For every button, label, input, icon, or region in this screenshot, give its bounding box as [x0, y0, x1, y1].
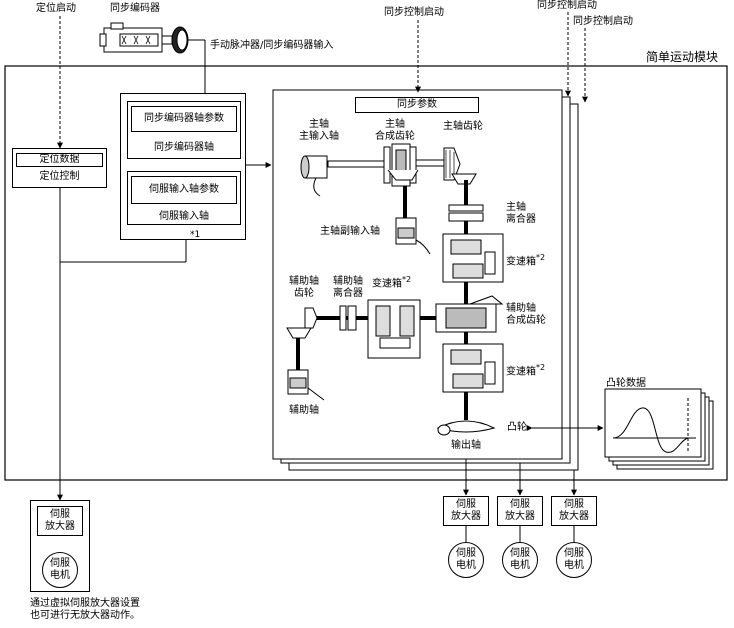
servo-input-axis-box: 伺服输入轴参数 伺服输入轴 — [127, 171, 241, 225]
motor-left-line1: 伺服 — [50, 558, 70, 569]
cam-label: 凸轮 — [507, 422, 527, 433]
output-axis-label: 输出轴 — [451, 440, 481, 451]
aux-clutch-line1: 辅助轴 — [333, 276, 363, 287]
footnote-line1: 通过虚拟伺服放大器设置 — [30, 598, 140, 609]
encoder-axis-label: 同步编码器轴 — [154, 142, 214, 153]
aux-gear-line1: 辅助轴 — [289, 276, 319, 287]
sync-params-box: 同步参数 — [355, 97, 479, 113]
aux-comp-line1: 辅助轴 — [506, 303, 536, 314]
main-shaft-drawing — [300, 143, 504, 436]
gearbox-1-text: 变速箱 — [506, 256, 536, 268]
aux-composite-gear-label: 辅助轴 合成齿轮 — [506, 303, 546, 327]
positioning-box: 定位数据 定位控制 — [12, 148, 107, 188]
main-axis-label: 主轴 主输入轴 — [296, 119, 342, 143]
cam-data-label: 凸轮数据 — [606, 378, 646, 389]
amp-2-line1: 伺服 — [510, 499, 530, 510]
gearbox-1-note: *2 — [536, 253, 546, 262]
servo-input-axis-param: 伺服输入轴参数 — [131, 176, 237, 204]
gearbox-aux-note: *2 — [402, 275, 412, 284]
motor-1-line1: 伺服 — [456, 548, 476, 559]
gearbox-label-2: 变速箱*2 — [506, 362, 545, 378]
manual-pulse-input-label: 手动脉冲器/同步编码器输入 — [210, 40, 334, 51]
gearbox-2-note: *2 — [536, 363, 546, 372]
note-1: *1 — [190, 230, 201, 240]
gearbox-label-1: 变速箱*2 — [506, 252, 545, 268]
amp-left-line2: 放大器 — [45, 521, 75, 532]
input-axes-box: 同步编码器轴参数 同步编码器轴 伺服输入轴参数 伺服输入轴 — [120, 93, 246, 240]
servo-amp-1: 伺服 放大器 — [443, 496, 489, 526]
encoder-axis-param: 同步编码器轴参数 — [131, 106, 237, 132]
servo-amp-3: 伺服 放大器 — [551, 496, 597, 526]
servo-amp-2: 伺服 放大器 — [497, 496, 543, 526]
motor-3-line1: 伺服 — [564, 548, 584, 559]
amp-1-line1: 伺服 — [456, 499, 476, 510]
amp-left-line1: 伺服 — [50, 509, 70, 520]
motor-1-line2: 电机 — [456, 560, 476, 571]
positioning-start-label: 定位启动 — [36, 3, 76, 14]
positioning-data: 定位数据 — [16, 153, 103, 167]
main-clutch-line1: 主轴 — [506, 202, 526, 213]
aux-comp-line2: 合成齿轮 — [506, 315, 546, 326]
gearbox-label-aux: 变速箱*2 — [372, 274, 411, 290]
main-composite-gear-label: 主轴 合成齿轮 — [372, 119, 418, 143]
servo-motor-1: 伺服 电机 — [448, 542, 484, 578]
main-axis-line1: 主轴 — [309, 119, 329, 130]
servo-motor-3: 伺服 电机 — [556, 542, 592, 578]
servo-motor-2: 伺服 电机 — [502, 542, 538, 578]
amp-2-line2: 放大器 — [505, 511, 535, 522]
main-comp-line1: 主轴 — [385, 119, 405, 130]
gearbox-aux-text: 变速箱 — [372, 278, 402, 290]
sync-encoder-label: 同步编码器 — [110, 3, 160, 14]
servo-input-axis-label: 伺服输入轴 — [159, 211, 209, 222]
main-comp-line2: 合成齿轮 — [375, 131, 415, 142]
encoder-axis-box: 同步编码器轴参数 同步编码器轴 — [127, 101, 241, 159]
aux-shaft-drawing — [286, 299, 436, 401]
sync-control-start-label-2: 同步控制启动 — [537, 0, 597, 11]
motor-left-line2: 电机 — [50, 570, 70, 581]
motor-3-line2: 电机 — [564, 560, 584, 571]
motor-2-line1: 伺服 — [510, 548, 530, 559]
amp-1-line2: 放大器 — [451, 511, 481, 522]
main-axis-line2: 主输入轴 — [299, 131, 339, 142]
gearbox-2-text: 变速箱 — [506, 366, 536, 378]
main-clutch-line2: 离合器 — [506, 214, 536, 225]
aux-gear-line2: 齿轮 — [294, 288, 314, 299]
module-title: 简单运动模块 — [646, 50, 719, 64]
sync-control-start-label: 同步控制启动 — [384, 7, 444, 18]
servo-motor-left: 伺服 电机 — [42, 552, 78, 588]
main-clutch-label: 主轴 离合器 — [506, 202, 536, 226]
sync-control-start-label-3: 同步控制启动 — [573, 16, 633, 27]
encoder-drawing — [99, 22, 189, 54]
main-sub-input-label: 主轴副输入轴 — [320, 226, 380, 237]
amp-3-line1: 伺服 — [564, 499, 584, 510]
servo-amp-left: 伺服 放大器 — [37, 506, 83, 536]
footnote: 通过虚拟伺服放大器设置 也可进行无放大器动作。 — [30, 598, 140, 622]
aux-gear-label: 辅助轴 齿轮 — [286, 276, 322, 300]
cam-curve — [612, 407, 689, 453]
main-gear-label: 主轴齿轮 — [443, 121, 483, 132]
aux-axis-label: 辅助轴 — [289, 405, 319, 416]
positioning-control-label: 定位控制 — [39, 171, 80, 182]
aux-clutch-line2: 离合器 — [333, 288, 363, 299]
motor-2-line2: 电机 — [510, 560, 530, 571]
amp-3-line2: 放大器 — [559, 511, 589, 522]
footnote-line2: 也可进行无放大器动作。 — [30, 610, 140, 621]
aux-clutch-label: 辅助轴 离合器 — [328, 276, 368, 300]
